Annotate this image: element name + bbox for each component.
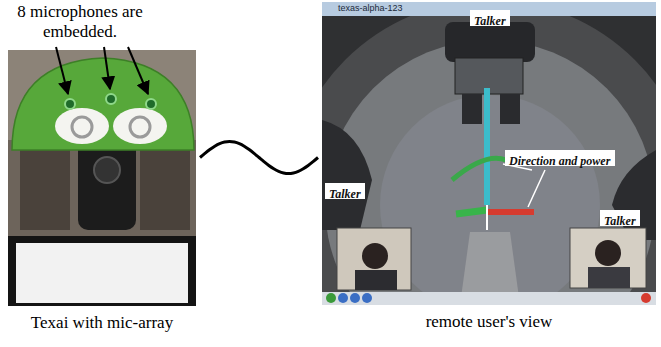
leader-line	[528, 170, 545, 207]
microphone	[106, 94, 116, 104]
direction-bar	[484, 88, 490, 205]
eye-ring	[72, 117, 92, 137]
fisheye-room	[322, 2, 656, 305]
toolbar-icon	[338, 293, 348, 303]
talker-hand	[500, 94, 520, 124]
figure-panel: Texai with mic-array	[8, 50, 196, 306]
green-helmet	[12, 58, 194, 150]
leader-arrow	[56, 47, 68, 94]
figure-caption: Texai with mic-array	[0, 313, 226, 333]
figure-caption: remote user's view	[292, 312, 661, 332]
talker-label: Talker	[474, 14, 506, 28]
talker-hand	[462, 94, 482, 124]
inset-face	[595, 240, 621, 266]
direction-bar	[487, 209, 534, 215]
left-talker-body	[322, 120, 372, 230]
talker-label: Talker	[329, 187, 361, 201]
leader-arrow	[128, 47, 148, 94]
direction-bar	[456, 210, 487, 214]
wave-connector	[200, 142, 318, 174]
talker-tag: Talker	[600, 210, 640, 226]
direction-bar	[486, 205, 488, 230]
inset-camera	[570, 228, 646, 288]
toolbar-icon	[326, 293, 336, 303]
talker-label: Talker	[604, 214, 636, 228]
microphone	[146, 99, 156, 109]
annotation-label: 8 microphones are embedded.	[14, 2, 146, 42]
inset-face	[362, 243, 388, 269]
room-background	[8, 50, 196, 306]
tool-bar	[322, 292, 656, 305]
talker-body	[445, 22, 535, 62]
window-title: texas-alpha-123	[338, 3, 403, 14]
robot-camera	[94, 157, 120, 183]
chair	[20, 150, 70, 230]
figure-panel: texas-alpha-123remote user's viewTalkerD…	[322, 2, 656, 305]
monitor-bezel	[8, 236, 196, 306]
toolbar-icon	[350, 293, 360, 303]
monitor-screen	[16, 243, 188, 303]
microphone	[65, 99, 75, 109]
leader-arrow	[104, 47, 110, 89]
helmet-eye	[55, 108, 109, 144]
fisheye-floor	[325, 40, 655, 305]
talker-label: Direction and power	[509, 154, 610, 168]
talker-tag: Talker	[470, 10, 510, 26]
toolbar-icon	[362, 293, 372, 303]
robot-photo	[8, 50, 196, 306]
helmet-eye	[113, 108, 167, 144]
talker-tag: Direction and power	[505, 150, 615, 166]
chair	[140, 150, 190, 230]
talker-tag: Talker	[325, 183, 365, 199]
inset-camera	[337, 228, 411, 290]
robot-head	[78, 140, 136, 230]
direction-arc	[452, 158, 506, 180]
remote-view-screenshot	[322, 2, 656, 305]
toolbar-icon	[641, 293, 651, 303]
inset-body	[355, 270, 397, 290]
eye-ring	[130, 117, 150, 137]
inset-body	[588, 267, 630, 288]
